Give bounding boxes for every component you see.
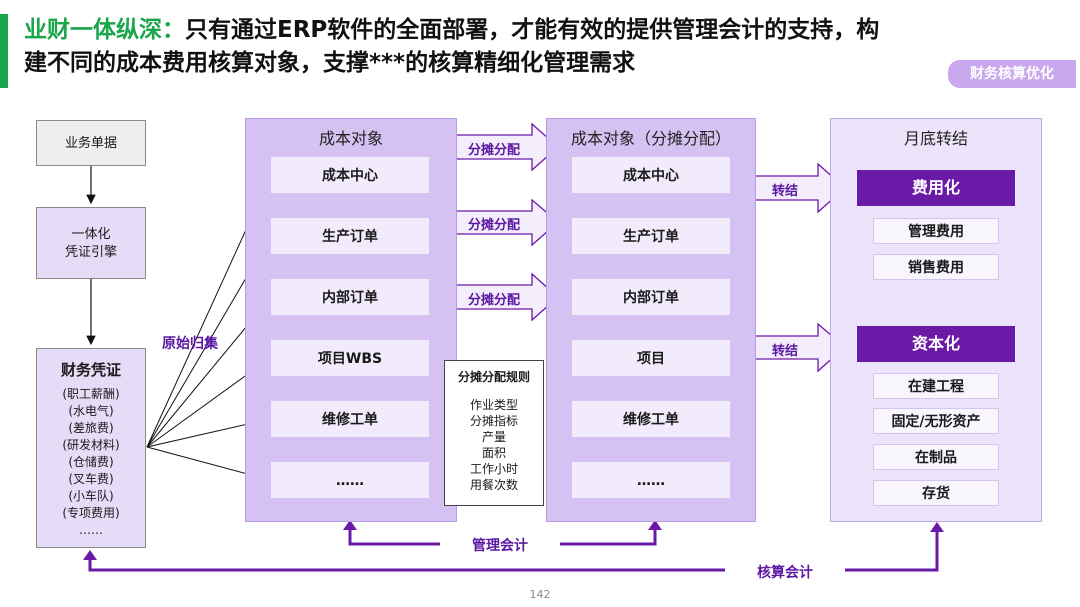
- mgmt-arrowhead-left: [343, 520, 357, 530]
- mgmt-arrowhead-right: [648, 520, 662, 530]
- allocation-rules-title: 分摊分配规则: [457, 370, 530, 384]
- business-document-box: 业务单据: [36, 120, 146, 166]
- page-title: 业财一体纵深：只有通过ERP软件的全面部署，才能有效的提供管理会计的支持，构 建…: [24, 14, 1064, 80]
- voucher-item: (水电气): [68, 404, 114, 418]
- cost-object-item: 维修工单: [270, 400, 430, 438]
- transfer-label-1: 转结: [771, 184, 798, 199]
- cost-arrowhead-left: [83, 550, 97, 560]
- capital-item-construction: 在建工程: [873, 373, 999, 399]
- cost-arrowhead-right: [930, 522, 944, 532]
- voucher-engine-line2: 凭证引擎: [64, 245, 117, 260]
- allocated-object-item: 生产订单: [571, 217, 731, 255]
- voucher-engine-line1: 一体化: [71, 227, 111, 242]
- voucher-item: (研发材料): [62, 438, 120, 452]
- allocation-rule-item: 面积: [481, 446, 506, 460]
- voucher-item: (职工薪酬): [62, 387, 120, 401]
- capital-item-wip: 在制品: [873, 444, 999, 470]
- cost-accounting-label: 核算会计: [757, 565, 813, 581]
- voucher-item: ……: [79, 523, 103, 537]
- title-accent-bar: [0, 14, 8, 88]
- allocated-object-item: 项目: [571, 339, 731, 377]
- cost-object-item: 内部订单: [270, 278, 430, 316]
- allocation-rule-item: 用餐次数: [469, 478, 518, 492]
- allocated-objects-title: 成本对象（分摊分配）: [570, 129, 731, 148]
- cost-object-item: 生产订单: [270, 217, 430, 255]
- expense-item-sales: 销售费用: [873, 254, 999, 280]
- allocation-rule-item: 产量: [481, 430, 506, 444]
- title-line1: 只有通过ERP软件的全面部署，才能有效的提供管理会计的支持，构: [185, 17, 880, 43]
- voucher-item: (小车队): [68, 489, 114, 503]
- financial-voucher-box: 财务凭证 (职工薪酬) (水电气) (差旅费) (研发材料) (仓储费) (叉车费) (小车…: [36, 348, 146, 548]
- cost-objects-title: 成本对象: [318, 129, 383, 148]
- allocation-rules-box: 分摊分配规则 作业类型分摊指标产量面积工作小时用餐次数: [444, 360, 544, 506]
- allocation-rule-item: 工作小时: [469, 462, 518, 476]
- cost-accounting-loop: [88, 530, 939, 572]
- title-highlight: 业财一体纵深：: [24, 17, 185, 43]
- voucher-item-list: (职工薪酬) (水电气) (差旅费) (研发材料) (仓储费) (叉车费) (小车队) (专项…: [37, 386, 145, 539]
- allocation-rule-item: 分摊指标: [469, 414, 518, 428]
- financial-voucher-title: 财务凭证: [60, 361, 121, 379]
- allocation-label-2: 分摊分配: [467, 218, 520, 233]
- expense-title: 费用化: [857, 170, 1015, 206]
- capital-item-fixed-assets: 固定/无形资产: [873, 408, 999, 434]
- voucher-engine-box: 一体化 凭证引擎: [36, 207, 146, 279]
- capital-item-inventory: 存货: [873, 480, 999, 506]
- cost-object-item: 项目WBS: [270, 339, 430, 377]
- transfer-label-2: 转结: [771, 344, 798, 359]
- voucher-item: (叉车费): [68, 472, 114, 486]
- allocation-label-1: 分摊分配: [467, 143, 520, 158]
- allocation-rule-item: 作业类型: [469, 398, 518, 412]
- capital-title: 资本化: [857, 326, 1015, 362]
- allocated-object-item: 成本中心: [571, 156, 731, 194]
- cost-object-item: 成本中心: [270, 156, 430, 194]
- voucher-item: (专项费用): [62, 506, 120, 520]
- allocated-object-item: ……: [571, 461, 731, 499]
- voucher-item: (差旅费): [68, 421, 114, 435]
- expense-item-mgmt: 管理费用: [873, 218, 999, 244]
- allocated-object-item: 维修工单: [571, 400, 731, 438]
- allocated-object-item: 内部订单: [571, 278, 731, 316]
- title-line2: 建不同的成本费用核算对象，支撑***的核算精细化管理需求: [24, 50, 636, 76]
- section-badge: 财务核算优化: [948, 60, 1076, 88]
- mgmt-accounting-loop: [348, 528, 657, 546]
- collect-label: 原始归集: [162, 336, 218, 352]
- page-number: 142: [529, 588, 551, 601]
- cost-object-item: ……: [270, 461, 430, 499]
- month-end-title: 月底转结: [903, 129, 968, 148]
- allocation-label-3: 分摊分配: [467, 293, 520, 308]
- allocation-block-arrows: [443, 122, 559, 322]
- allocation-rules-list: 作业类型分摊指标产量面积工作小时用餐次数: [445, 397, 543, 493]
- business-document-label: 业务单据: [64, 136, 117, 151]
- voucher-item: (仓储费): [68, 455, 114, 469]
- mgmt-accounting-label: 管理会计: [472, 538, 528, 554]
